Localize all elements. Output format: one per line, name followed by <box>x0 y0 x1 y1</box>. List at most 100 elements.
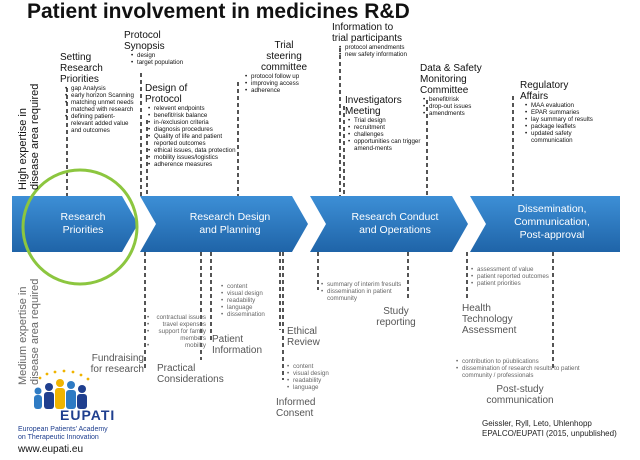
item-heading: Patient <box>212 334 244 345</box>
bullet: EPAR summaries <box>524 109 600 116</box>
item-post-study-communication: Post-study communication <box>480 384 560 406</box>
phase-label-line: Priorities <box>62 224 104 236</box>
bullet: opportunities can trigger amend-ments <box>347 138 427 152</box>
item-heading: Review <box>287 337 320 348</box>
item-heading: Ethical <box>287 326 318 337</box>
phase-label-line: and Operations <box>359 224 431 236</box>
bullet: MAA evaluation <box>524 102 600 109</box>
item-heading: Informed <box>276 397 316 408</box>
item-health-technology-assessment: Health Technology Assessment <box>462 303 542 336</box>
bullet: package leaflets <box>524 123 600 130</box>
arrow-conduct-operations <box>310 196 468 252</box>
phase-label-line: Communication, <box>514 216 590 228</box>
phase-dissemination: Dissemination, Communication, Post-appro… <box>492 203 612 242</box>
item-data-safety-monitoring: Data & Safety Monitoring Committee benef… <box>420 63 500 117</box>
item-heading: Protocol <box>124 30 161 41</box>
bottom-connectors <box>144 252 554 380</box>
item-heading: Investigators <box>345 95 402 106</box>
item-investigators-meeting: Investigators Meeting Trial design recru… <box>345 95 427 152</box>
process-arrows <box>12 196 620 252</box>
bullet: ethical issues, data protection <box>147 147 243 154</box>
bullet: drop-out issues <box>422 103 500 110</box>
item-trial-steering-committee: Trial steering committee protocol follow… <box>238 40 330 94</box>
phase-research-priorities: Research Priorities <box>40 211 126 237</box>
bullet: Trial design <box>347 117 427 124</box>
bullet: mobility <box>146 342 206 349</box>
bullet: relevent endpoints <box>147 105 243 112</box>
item-heading: trial participants <box>332 33 403 44</box>
credit-source: EPALCO/EUPATI (2015, unpublished) <box>482 429 617 438</box>
bullet: visual design <box>286 370 346 377</box>
credit: Geissler, Ryll, Leto, Uhlenhopp EPALCO/E… <box>482 419 632 439</box>
phase-conduct-operations: Research Conduct and Operations <box>335 211 455 237</box>
eupati-sub-line: European Patients' Academy <box>18 426 108 433</box>
bullet: design <box>130 52 204 59</box>
item-patient-info-bullets: content visual design readability langua… <box>220 283 280 318</box>
bullet: summary of interim fresults <box>320 281 412 288</box>
bullet: improving access <box>244 80 330 87</box>
bullet: benefit/risk <box>422 96 500 103</box>
eupati-url[interactable]: www.eupati.eu <box>18 444 84 455</box>
item-heading: Information to <box>332 22 394 33</box>
eupati-logo-subtitle: European Patients' Academy on Therapeuti… <box>18 426 138 442</box>
bullet: recruitment <box>347 124 427 131</box>
phase-design-planning: Research Design and Planning <box>170 211 290 237</box>
bullet: adherence measures <box>147 161 243 168</box>
bullet: amendments <box>422 110 500 117</box>
bullet: Quality of life and patient reported out… <box>147 133 243 147</box>
bullet: dissemination <box>220 311 280 318</box>
item-heading: Study <box>383 306 409 317</box>
item-design-of-protocol: Design of Protocol relevent endpoints be… <box>145 83 243 168</box>
arrow-research-priorities <box>12 196 138 252</box>
bullet: language <box>220 304 280 311</box>
item-heading: Design of <box>145 83 188 94</box>
bullet: new safety information <box>338 51 432 58</box>
bullet: diagnosis procedures <box>147 126 243 133</box>
item-heading: Considerations <box>157 374 224 385</box>
eupati-sub-line: on Therapeutic Innovation <box>18 434 99 441</box>
item-heading: Regulatory <box>520 80 569 91</box>
axis-high-label: High expertise in disease area required <box>17 84 41 190</box>
item-heading: Committee <box>420 85 469 96</box>
arrow-design-planning <box>140 196 308 252</box>
item-heading: Protocol <box>145 94 182 105</box>
item-information-trial-participants: Information to trial participants protoc… <box>332 22 432 58</box>
bullet: adherence <box>244 87 330 94</box>
bullet: dissemination of research results to pat… <box>455 365 605 379</box>
bullet: content <box>286 363 346 370</box>
item-heading: Synopsis <box>124 41 165 52</box>
bullet: matching unmet needs matched with resear… <box>64 99 136 113</box>
eupati-logo-figures <box>34 369 90 409</box>
axis-medium-line2: disease area required <box>29 278 41 385</box>
bullet: readability <box>286 377 346 384</box>
item-post-bullets: contribution to püublications disseminat… <box>455 358 605 379</box>
bullet: challenges <box>347 131 427 138</box>
phase-label-line: Dissemination, <box>517 203 587 215</box>
item-heading: Practical <box>157 363 196 374</box>
bullet: gap Analysis <box>64 85 136 92</box>
bullet: patient reported outcomes <box>470 273 560 280</box>
item-heading: Information <box>212 345 263 356</box>
item-ethical-review: Ethical Review <box>287 326 337 348</box>
bullet: mobility issues/logistics <box>147 154 243 161</box>
axis-high-line1: High expertise in <box>17 108 29 190</box>
bullet: dissemination in patient community <box>320 288 412 302</box>
bullet: lay summary of results <box>524 116 600 123</box>
bullet: defining patient-relevant added value an… <box>64 113 136 134</box>
phase-label-line: Research Conduct <box>351 211 439 223</box>
item-heading: for research <box>90 364 144 375</box>
item-heading: reporting <box>376 317 416 328</box>
item-heading: Consent <box>276 408 314 419</box>
axis-medium-label: Medium expertise in disease area require… <box>17 279 41 385</box>
credit-authors: Geissler, Ryll, Leto, Uhlenhopp <box>482 419 592 428</box>
item-informed-consent: Informed Consent <box>276 397 336 419</box>
phase-label-line: Research Design <box>189 211 271 223</box>
item-heading: Post-study <box>496 384 544 395</box>
item-heading: committee <box>260 62 308 73</box>
bullet: updated safety communication <box>524 130 600 144</box>
axis-medium-line1: Medium expertise in <box>17 286 29 385</box>
item-fundraising: Fundraising for research <box>80 353 144 375</box>
item-setting-research-priorities: Setting Research Priorities gap Analysis… <box>60 52 136 134</box>
bullet: benefit/risk balance <box>147 112 243 119</box>
